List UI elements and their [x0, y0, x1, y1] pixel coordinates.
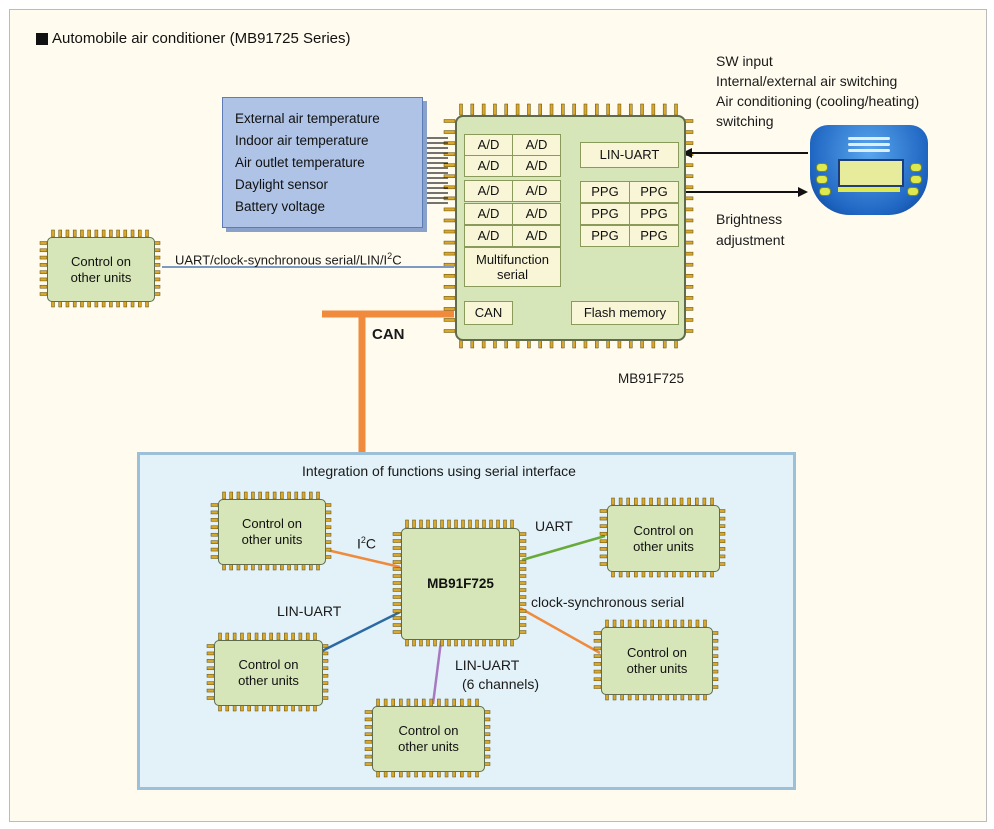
lin-uart-6ch-label: LIN-UART [455, 657, 520, 673]
ad-block: A/D [512, 203, 561, 225]
lin-uart-block: LIN-UART [580, 142, 679, 168]
other-unit-chip: Control on other units [214, 640, 323, 706]
title-text: Automobile air conditioner (MB91725 Seri… [52, 30, 351, 47]
sw-input-label: switching [716, 113, 774, 129]
other-unit-label: other units [398, 739, 459, 754]
lin-uart-label: LIN-UART [277, 603, 342, 619]
other-unit-label: Control on [71, 253, 131, 269]
can-bus-label: CAN [372, 326, 405, 343]
other-unit-chip: Control on other units [218, 499, 326, 565]
i2c-label-sup: 2 [360, 535, 366, 545]
top-link-text-after: C [392, 252, 402, 268]
sensor-item: External air temperature [235, 111, 380, 126]
lin-uart-6ch-label: (6 channels) [462, 676, 540, 692]
main-chip-part-number: MB91F725 [618, 371, 685, 386]
other-unit-label: other units [70, 269, 132, 285]
uart-label: UART [535, 518, 573, 534]
ppg-block: PPG [580, 203, 630, 225]
top-link-text: UART/clock-synchronous serial/LIN/I [175, 252, 388, 268]
other-unit-label: other units [238, 673, 299, 688]
other-unit-chip-top: Control on other units [47, 237, 155, 302]
i2c-label: I2C [357, 532, 376, 552]
ad-block: A/D [512, 155, 561, 177]
ad-block: A/D [512, 134, 561, 156]
sensor-item: Daylight sensor [235, 177, 329, 192]
ad-block: A/D [512, 180, 561, 202]
other-unit-label: Control on [242, 516, 302, 531]
other-unit-label: other units [626, 661, 688, 676]
sensor-item: Air outlet temperature [235, 155, 365, 170]
clock-sync-label: clock-synchronous serial [531, 594, 685, 610]
other-unit-label: other units [633, 538, 694, 554]
top-link-sup: 2 [387, 251, 393, 261]
ad-block: A/D [464, 134, 513, 156]
ad-block: A/D [464, 155, 513, 177]
other-unit-label: Control on [398, 723, 459, 738]
sensor-item: Battery voltage [235, 199, 326, 214]
ad-block: A/D [512, 225, 561, 247]
ppg-block: PPG [580, 225, 630, 247]
i2c-label-after: C [365, 535, 377, 552]
title-square-icon [36, 32, 48, 45]
ppg-block: PPG [580, 181, 630, 203]
sensor-input-box: External air temperature Indoor air temp… [222, 97, 423, 228]
ppg-block: PPG [629, 203, 679, 225]
sw-input-label: Air conditioning (cooling/heating) [716, 93, 920, 109]
sensor-item: Indoor air temperature [235, 133, 369, 148]
ad-block: A/D [464, 180, 513, 202]
main-chip: A/D A/D A/D A/D A/D A/D A/D A/D A/D A/D … [455, 115, 686, 341]
other-unit-chip: Control on other units [372, 706, 485, 772]
multifunction-serial-line2: serial [496, 267, 529, 282]
other-unit-label: Control on [633, 522, 694, 538]
i2c-label-base: I [357, 535, 361, 552]
diagram-title: Automobile air conditioner (MB91725 Seri… [36, 30, 350, 47]
ad-block: A/D [464, 225, 513, 247]
other-unit-label: Control on [627, 645, 687, 660]
ppg-block: PPG [629, 181, 679, 203]
sw-input-label: SW input [716, 53, 773, 69]
ppg-block: PPG [629, 225, 679, 247]
multifunction-serial-block: Multifunction serial [464, 247, 561, 287]
can-block: CAN [464, 301, 513, 325]
other-unit-label: other units [241, 532, 303, 547]
flash-memory-block: Flash memory [571, 301, 679, 325]
other-unit-chip: Control on other units [607, 505, 720, 572]
other-unit-label: Control on [238, 657, 299, 672]
sw-input-label: Internal/external air switching [716, 73, 898, 89]
board-center-chip: MB91F725 [401, 528, 520, 640]
multifunction-serial-line1: Multifunction [476, 252, 549, 267]
other-unit-chip: Control on other units [601, 627, 713, 695]
brightness-label: adjustment [716, 232, 785, 248]
brightness-label: Brightness [716, 211, 783, 227]
board-center-chip-label: MB91F725 [427, 576, 494, 591]
sensor-wires [421, 137, 448, 204]
ac-control-panel-icon [810, 125, 928, 215]
board-title: Integration of functions using serial in… [302, 463, 576, 479]
ad-block: A/D [464, 203, 513, 225]
top-link-label: UART/clock-synchronous serial/LIN/I2C [175, 248, 402, 268]
chip-pins [39, 103, 694, 349]
